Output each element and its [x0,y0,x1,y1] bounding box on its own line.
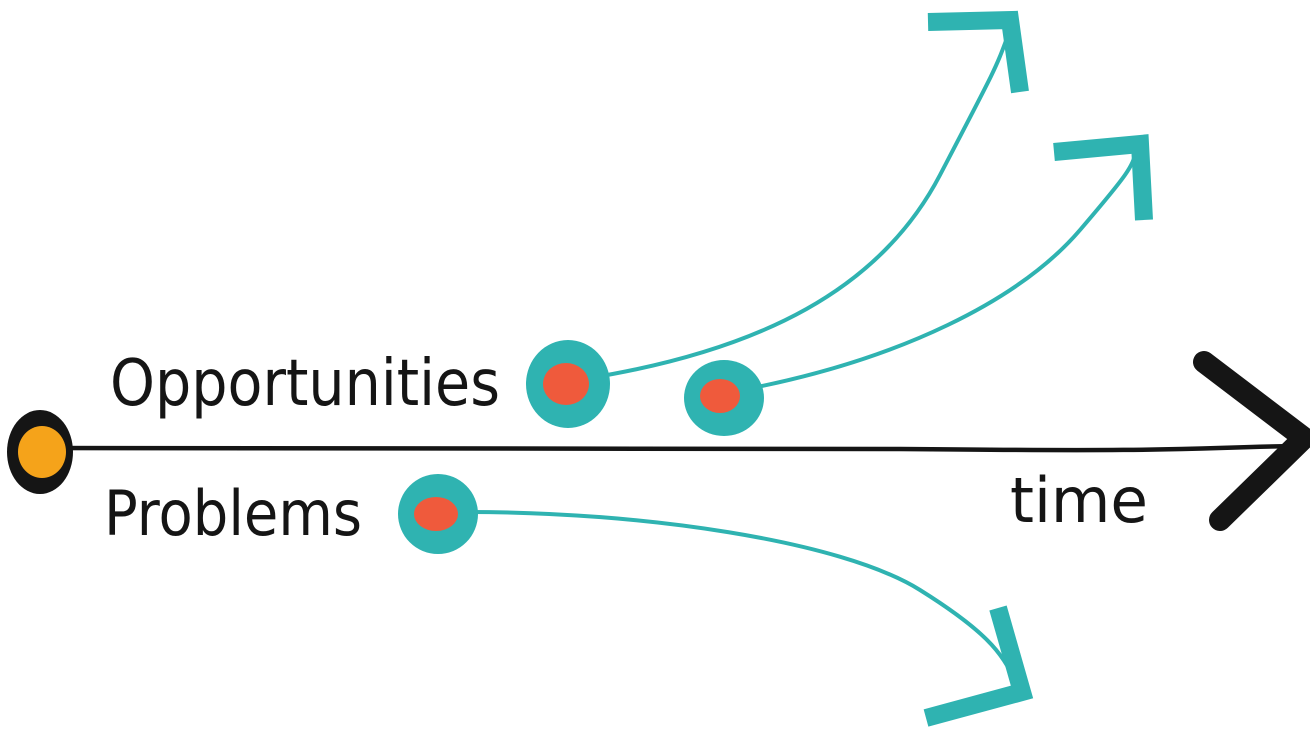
opportunity-arrowhead-icon-1 [927,10,1029,94]
event-node-icon [526,340,610,428]
opportunity-curve-1 [588,28,1012,380]
timeline-arrowhead-icon [1193,351,1310,531]
problems-label: Problems [104,477,362,550]
problem-path [398,474,1034,727]
problem-curve [468,510,1024,697]
time-label: time [1010,464,1148,537]
opportunity-path-2 [684,134,1153,436]
timeline-axis [37,443,1299,453]
origin-dot-icon [7,410,73,494]
event-node-icon [398,474,478,554]
opportunity-path-1 [526,10,1029,428]
event-node-icon [684,360,764,436]
problem-arrowhead-icon [923,605,1034,727]
opportunity-arrowhead-icon-2 [1053,134,1153,221]
timeline [37,351,1310,531]
opportunities-label: Opportunities [110,347,500,421]
opportunity-curve-2 [740,138,1142,392]
